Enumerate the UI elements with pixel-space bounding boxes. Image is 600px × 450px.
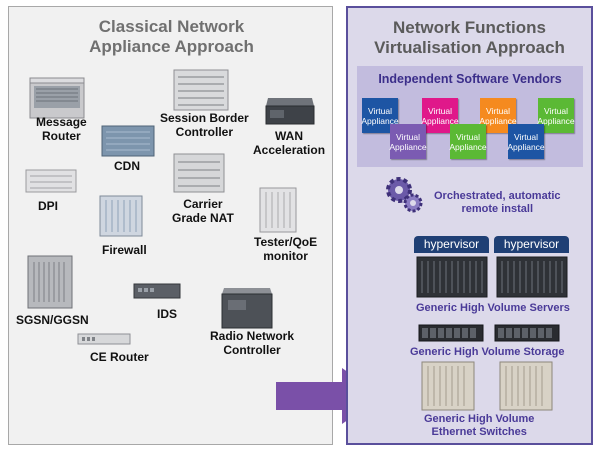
classical-panel-title: Classical Network Appliance Approach [89, 17, 254, 56]
storage-device [418, 324, 484, 342]
blade-server-device [496, 256, 568, 298]
sgsn-ggsn-device [27, 255, 73, 309]
dpi-label: DPI [38, 199, 59, 213]
ce-router-label: CE Router [90, 350, 149, 364]
sgsn-ggsn-label: SGSN/GGSN [16, 313, 89, 327]
radio-network-controller-device [221, 288, 273, 329]
storage-device [494, 324, 560, 342]
carrier-grade-nat-device [173, 153, 225, 193]
ethernet-switch-device [499, 361, 553, 411]
firewall-device [99, 195, 143, 237]
blade-server-device [416, 256, 488, 298]
ids-label: IDS [157, 307, 178, 321]
wan-acceleration-device [265, 98, 315, 125]
cdn-label: CDN [114, 159, 140, 173]
hypervisor-badge: hypervisor [414, 236, 489, 253]
hypervisor-badge: hypervisor [494, 236, 569, 253]
servers-label: Generic High Volume Servers [416, 302, 570, 314]
storage-label: Generic High Volume Storage [410, 346, 565, 358]
ids-device [133, 283, 181, 299]
isv-title: Independent Software Vendors [378, 72, 562, 86]
ethernet-switch-device [421, 361, 475, 411]
cdn-device [101, 125, 155, 157]
dpi-device [25, 169, 77, 193]
message-router-device [29, 77, 85, 119]
gear-icon [386, 177, 423, 213]
session-border-controller-device [173, 69, 229, 111]
tester-qoe-monitor-device [259, 187, 297, 233]
firewall-label: Firewall [102, 243, 147, 257]
nfv-panel-title: Network Functions Virtualisation Approac… [374, 18, 565, 57]
ce-router-device [77, 333, 131, 345]
